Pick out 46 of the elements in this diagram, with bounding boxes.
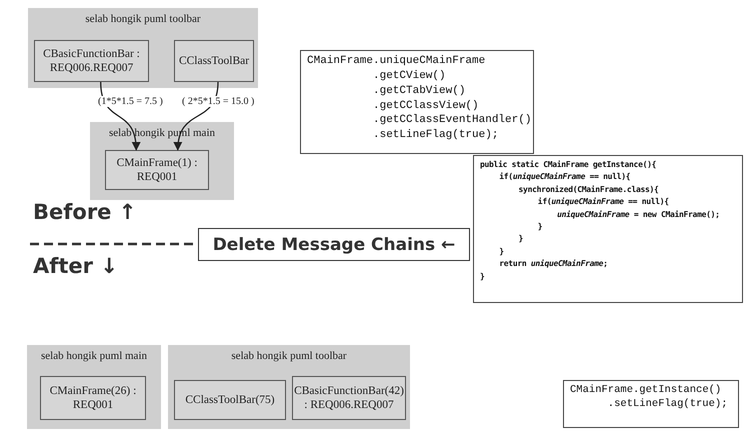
code-line: CMainFrame.getInstance() [570,384,722,398]
package-group [168,345,410,429]
heading-label: After ↓ [33,254,118,278]
code-line: .setLineFlag(true); [608,398,728,412]
code-line: uniqueCMainFrame = new CMainFrame(); [557,208,720,221]
edge-label: (1*5*1.5 = 7.5 ) [97,96,164,107]
code-line: .getCClassView() [373,98,479,114]
callout-text: Delete Message Chains ← [212,234,456,254]
code-line: CMainFrame.uniqueCMainFrame [307,54,486,69]
code-line: } [499,246,504,258]
class-box [40,376,146,420]
package-group [90,122,234,200]
code-line: .getCView() [373,68,446,84]
code-line: .getCTabView() [373,84,466,99]
edge-label: ( 2*5*1.5 = 15.0 ) [181,96,256,107]
callout-box [198,228,470,261]
class-box [174,380,286,420]
class-box [105,150,209,190]
code-box [473,155,743,303]
class-box [34,40,149,82]
code-box [563,380,739,428]
code-line: } [480,270,485,283]
class-label: CMainFrame(26) : REQ001 [48,384,138,412]
code-line: public static CMainFrame getInstance(){ [480,159,656,171]
code-line: } [518,233,524,246]
code-line: .setLineFlag(true); [373,128,498,144]
class-box [174,40,254,82]
code-line: synchronized(CMainFrame.class){ [518,184,659,196]
code-line: return uniqueCMainFrame; [499,258,608,270]
package-group [28,8,258,88]
class-label: CClassToolBar(75) [185,392,275,408]
code-line: } [538,220,542,233]
code-line: if(uniqueCMainFrame == null){ [499,171,630,184]
group-title: selab hongik puml toolbar [230,350,348,362]
group-title: selab hongik puml toolbar [84,13,202,25]
class-box [292,376,406,420]
class-label: CClassToolBar [178,54,250,68]
class-label: CBasicFunctionBar(42) : REQ006.REQ007 [294,384,404,412]
class-label: CMainFrame(1) : REQ001 [116,156,198,184]
code-line: if(uniqueCMainFrame == null){ [538,196,669,208]
group-title: selab hongik puml main [40,350,148,362]
class-label: CBasicFunctionBar : REQ006.REQ007 [42,46,141,76]
package-group [27,345,161,429]
heading-label: Before ↑ [33,200,136,224]
code-box [300,50,534,154]
code-line: .getCClassEventHandler() [373,113,532,128]
